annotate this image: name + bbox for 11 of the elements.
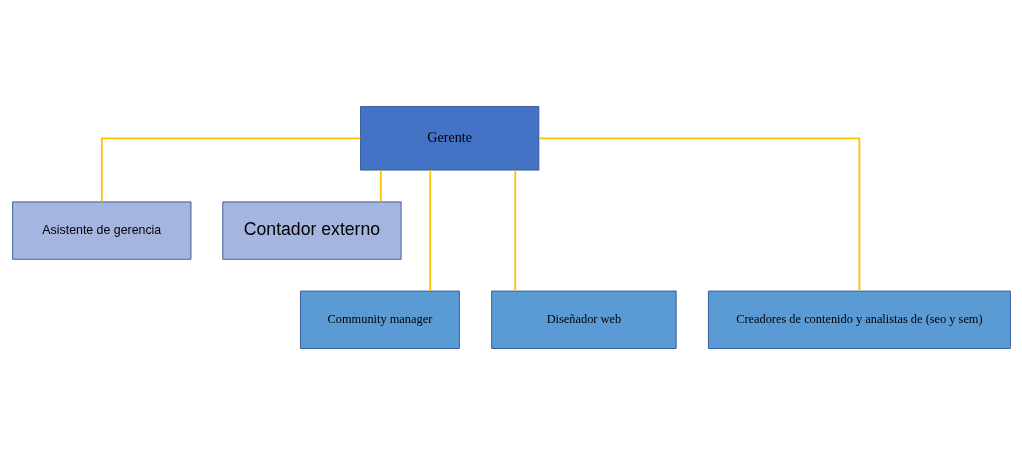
node-box: Creadores de contenido y analistas de (seo y sem) <box>707 290 1011 349</box>
connector <box>513 168 516 292</box>
node-box: Diseñador web <box>490 290 677 349</box>
connector <box>537 136 860 292</box>
node-box: Asistente de gerencia <box>11 200 191 260</box>
node-box: Community manager <box>299 290 460 349</box>
connector <box>428 168 431 292</box>
node-box: Contador externo <box>221 200 402 260</box>
connector <box>379 168 382 203</box>
node-box: Gerente <box>359 105 539 171</box>
connector <box>100 136 361 203</box>
